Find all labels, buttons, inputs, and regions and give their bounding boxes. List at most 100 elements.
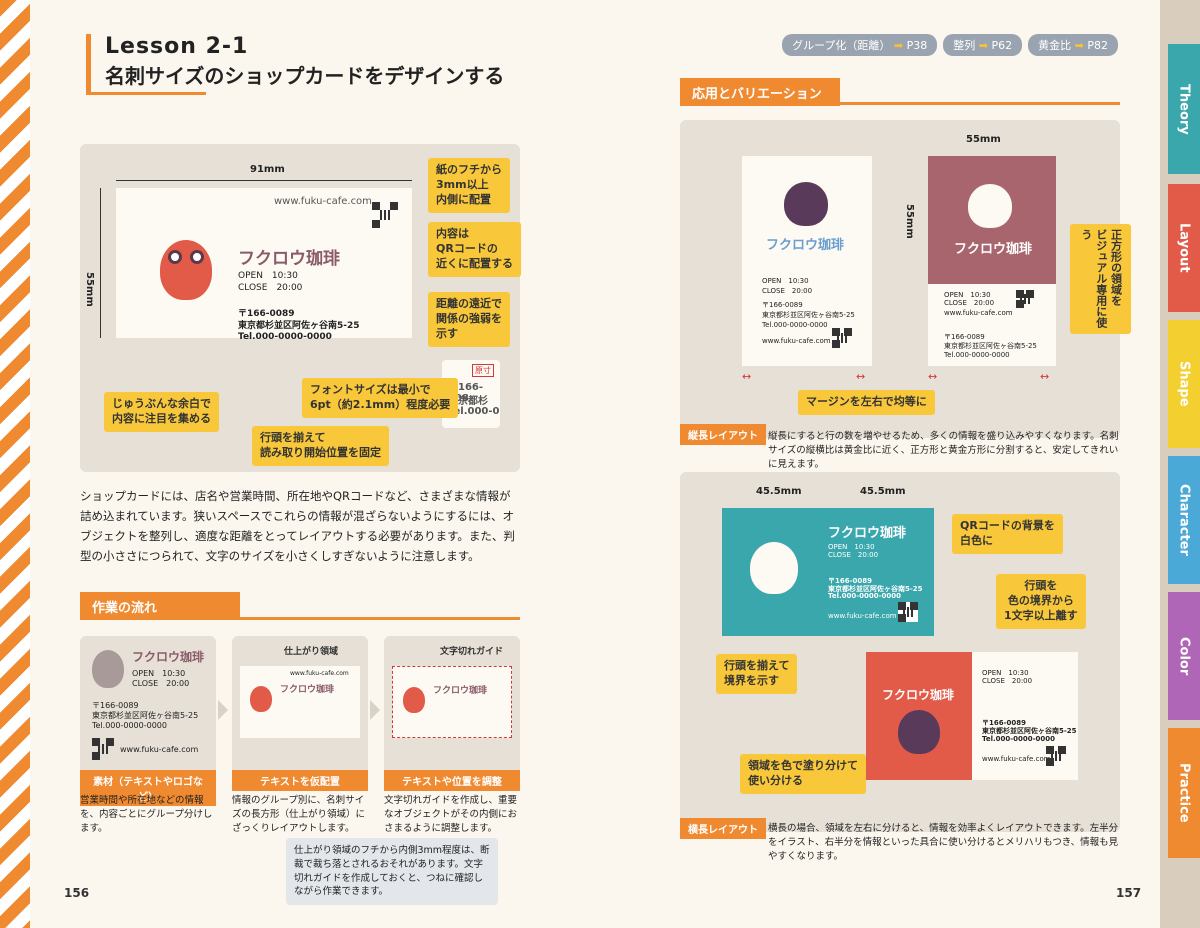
horizontal-layout-description: 横長の場合、領域を左右に分けると、情報を効率よくレイアウトできます。左半分をイラ… xyxy=(768,823,1119,862)
owl-icon xyxy=(92,650,124,688)
ref-link-golden-ratio[interactable]: 黄金比 ➡ P82 xyxy=(1028,34,1118,56)
width-dimension-line xyxy=(116,180,412,181)
section-heading-workflow: 作業の流れ xyxy=(80,592,240,620)
qr-code-icon xyxy=(1046,746,1066,766)
callout-distance: 距離の遠近で 関係の強弱を 示す xyxy=(428,292,510,347)
margin-arrow-icon: ↔ xyxy=(856,370,866,383)
horizontal-layout-label: 横長レイアウト xyxy=(680,818,766,839)
section-heading-line xyxy=(680,102,1120,105)
step1-caption: 素材（テキストやロゴなど） xyxy=(80,770,216,806)
tab-shape[interactable]: Shape xyxy=(1168,320,1200,448)
card-open: OPEN 10:30 xyxy=(238,271,298,281)
hcard2-close: CLOSE 20:00 xyxy=(982,677,1033,685)
hcard1-close: CLOSE 20:00 xyxy=(828,551,879,559)
card-address: 東京都杉並区阿佐ヶ谷南5-25 xyxy=(238,321,360,331)
actual-size-line-1: 〒166-008 xyxy=(448,382,484,404)
lesson-number: Lesson 2-1 xyxy=(105,34,249,59)
callout-line-alignment: 行頭を揃えて 読み取り開始位置を固定 xyxy=(252,426,389,466)
step1-close: CLOSE 20:00 xyxy=(132,679,190,688)
card-tel: Tel.000-0000-0000 xyxy=(238,332,332,342)
tab-color[interactable]: Color xyxy=(1168,592,1200,720)
vcard1-address: 東京都杉並区阿佐ヶ谷南5-25 xyxy=(762,311,855,319)
step2-url: www.fuku-cafe.com xyxy=(290,670,349,677)
callout-edge-margin: 紙のフチから 3mm以上 内側に配置 xyxy=(428,158,510,213)
callout-color-fill: 領域を色で塗り分けて 使い分ける xyxy=(740,754,866,794)
vertical-height-dimension: 55mm xyxy=(904,204,915,239)
hcard2-shop-name: フクロウ珈琲 xyxy=(882,688,955,702)
ref-link-grouping[interactable]: グループ化（距離） ➡ P38 xyxy=(782,34,938,56)
title-underline xyxy=(86,92,206,95)
hcard2-postal: 〒166-0089 xyxy=(982,719,1026,727)
step3-card: フクロウ珈琲 xyxy=(392,666,512,738)
horizontal-right-dimension: 45.5mm xyxy=(860,486,906,497)
step3-description: 文字切れガイドを作成し、重要なオブジェクトがその内側におさまるように調整します。 xyxy=(384,795,518,834)
workflow-step-2: 仕上がり領域 www.fuku-cafe.com フクロウ珈琲 テキストを仮配置 xyxy=(232,636,368,791)
owl-icon xyxy=(968,184,1012,228)
page-number-left: 156 xyxy=(64,886,90,900)
tab-theory[interactable]: Theory xyxy=(1168,44,1200,174)
callout-align-border: 行頭を揃えて 境界を示す xyxy=(716,654,798,694)
title-accent-bar xyxy=(86,34,91,94)
owl-icon xyxy=(250,686,272,712)
qr-code-icon xyxy=(898,602,918,622)
workflow-step-3: 文字切れガイド フクロウ珈琲 テキストや位置を調整 xyxy=(384,636,520,791)
card-url: www.fuku-cafe.com xyxy=(274,196,372,207)
business-card: www.fuku-cafe.com フクロウ珈琲 OPEN 10:30 CLOS… xyxy=(116,188,412,338)
step1-address: 東京都杉並区阿佐ヶ谷南5-25 xyxy=(92,711,199,720)
step2-card: www.fuku-cafe.com フクロウ珈琲 xyxy=(240,666,360,738)
height-dimension: 55mm xyxy=(84,272,95,307)
vcard2-tel: Tel.000-0000-0000 xyxy=(944,351,1010,359)
tab-practice[interactable]: Practice xyxy=(1168,728,1200,858)
margin-arrow-icon: ↔ xyxy=(928,370,938,383)
step2-shop-name: フクロウ珈琲 xyxy=(280,685,335,695)
step1-url: www.fuku-cafe.com xyxy=(120,745,199,754)
vcard2-url: www.fuku-cafe.com xyxy=(944,309,1013,317)
vertical-card-2-info: OPEN 10:30 CLOSE 20:00 www.fuku-cafe.com… xyxy=(928,284,1056,366)
actual-size-line-3: Tel.000-0 xyxy=(448,406,500,417)
vcard2-postal: 〒166-0089 xyxy=(944,333,985,341)
vertical-card-1: フクロウ珈琲 OPEN 10:30 CLOSE 20:00 〒166-0089 … xyxy=(742,156,872,366)
workflow-step-1: フクロウ珈琲 OPEN 10:30 CLOSE 20:00 〒166-0089 … xyxy=(80,636,216,806)
chevron-right-icon xyxy=(370,700,380,720)
callout-square-visual: 正方形の領域を ビジュアル専用に使う xyxy=(1070,224,1131,334)
qr-code-icon xyxy=(832,328,852,348)
ref-link-alignment[interactable]: 整列 ➡ P62 xyxy=(943,34,1023,56)
margin-arrow-icon: ↔ xyxy=(1040,370,1050,383)
step3-shop-name: フクロウ珈琲 xyxy=(433,686,488,696)
vcard1-postal: 〒166-0089 xyxy=(762,301,803,309)
step2-label: 仕上がり領域 xyxy=(284,647,339,657)
step1-postal: 〒166-0089 xyxy=(92,701,139,710)
page-title: 名刺サイズのショップカードをデザインする xyxy=(105,64,505,88)
decorative-stripe xyxy=(0,0,30,928)
card-close: CLOSE 20:00 xyxy=(238,283,303,293)
step1-shop-name: フクロウ珈琲 xyxy=(132,650,205,664)
hcard1-postal: 〒166-0089 xyxy=(828,577,872,585)
owl-illustration-icon xyxy=(160,240,212,300)
tab-layout[interactable]: Layout xyxy=(1168,184,1200,312)
step3-caption: テキストや位置を調整 xyxy=(384,770,520,791)
owl-icon xyxy=(750,542,798,594)
margin-arrow-icon: ↔ xyxy=(742,370,752,383)
qr-code-icon xyxy=(92,738,114,760)
vcard1-close: CLOSE 20:00 xyxy=(762,287,813,295)
vcard1-tel: Tel.000-0000-0000 xyxy=(762,321,828,329)
callout-font-size: フォントサイズは最小で 6pt（約2.1mm）程度必要 xyxy=(302,378,459,418)
step3-label: 文字切れガイド xyxy=(440,647,504,657)
intro-paragraph: ショップカードには、店名や営業時間、所在地やQRコードなど、さまざまな情報が詰め… xyxy=(80,489,515,564)
vcard2-open: OPEN 10:30 xyxy=(944,291,991,299)
tip-box: 仕上がり領域のフチから内側3mm程度は、断裁で裁ち落とされるおそれがあります。文… xyxy=(286,838,498,906)
vcard2-shop-name: フクロウ珈琲 xyxy=(954,242,1033,257)
shop-name: フクロウ珈琲 xyxy=(238,249,340,269)
hcard2-tel: Tel.000-0000-0000 xyxy=(982,735,1056,743)
hcard2-address: 東京都杉並区阿佐ヶ谷南5-25 xyxy=(982,727,1077,735)
vertical-layout-label: 縦長レイアウト xyxy=(680,424,766,445)
hcard1-address: 東京都杉並区阿佐ヶ谷南5-25 xyxy=(828,585,923,593)
vertical-width-dimension: 55mm xyxy=(966,134,1001,145)
actual-size-line-2: 東京都杉 xyxy=(448,396,488,407)
owl-icon xyxy=(403,687,425,713)
horizontal-left-dimension: 45.5mm xyxy=(756,486,802,497)
chevron-right-icon xyxy=(218,700,228,720)
horizontal-card-2-info: OPEN 10:30 CLOSE 20:00 〒166-0089 東京都杉並区阿… xyxy=(972,652,1078,780)
tab-character[interactable]: Character xyxy=(1168,456,1200,584)
vcard1-shop-name: フクロウ珈琲 xyxy=(766,238,845,253)
